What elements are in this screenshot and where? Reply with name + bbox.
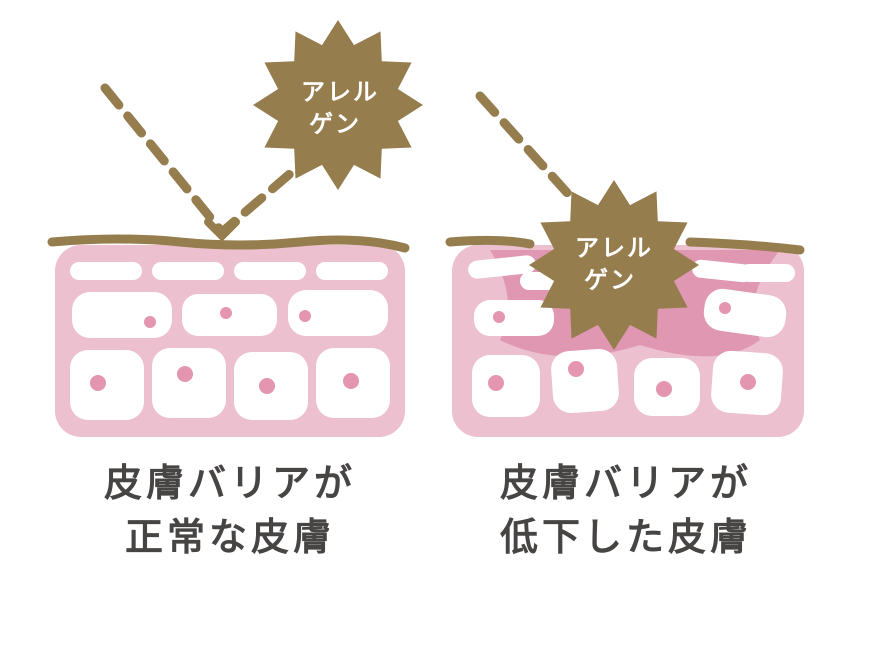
cells xyxy=(468,255,795,417)
normal-skin-caption: 皮膚バリアが 正常な皮膚 xyxy=(50,456,410,564)
cell-nuclei xyxy=(90,307,359,394)
normal-skin-panel: アレル ゲン xyxy=(47,20,423,437)
allergen-burst-right: アレル ゲン xyxy=(529,180,699,350)
skin-surface-line xyxy=(445,235,535,249)
caption-line: 低下した皮膚 xyxy=(499,515,752,559)
penetrating-arrow xyxy=(475,91,575,201)
caption-line: 皮膚バリアが xyxy=(103,461,356,505)
skin-surface-line xyxy=(685,237,805,255)
caption-line: 皮膚バリアが xyxy=(499,461,752,505)
allergen-label: ゲン xyxy=(309,110,361,138)
skin-surface-line xyxy=(47,234,410,253)
allergen-label: ゲン xyxy=(584,266,636,294)
allergen-burst-left: アレル ゲン xyxy=(253,20,423,190)
arrow-tip-icon xyxy=(204,218,240,242)
damaged-skin-panel: アレル ゲン xyxy=(445,91,805,437)
allergen-label: アレル xyxy=(575,234,653,262)
cell-nuclei xyxy=(488,302,756,397)
damaged-skin-caption: 皮膚バリアが 低下した皮膚 xyxy=(446,456,806,564)
caption-line: 正常な皮膚 xyxy=(124,515,335,559)
allergen-label: アレル xyxy=(301,78,379,106)
